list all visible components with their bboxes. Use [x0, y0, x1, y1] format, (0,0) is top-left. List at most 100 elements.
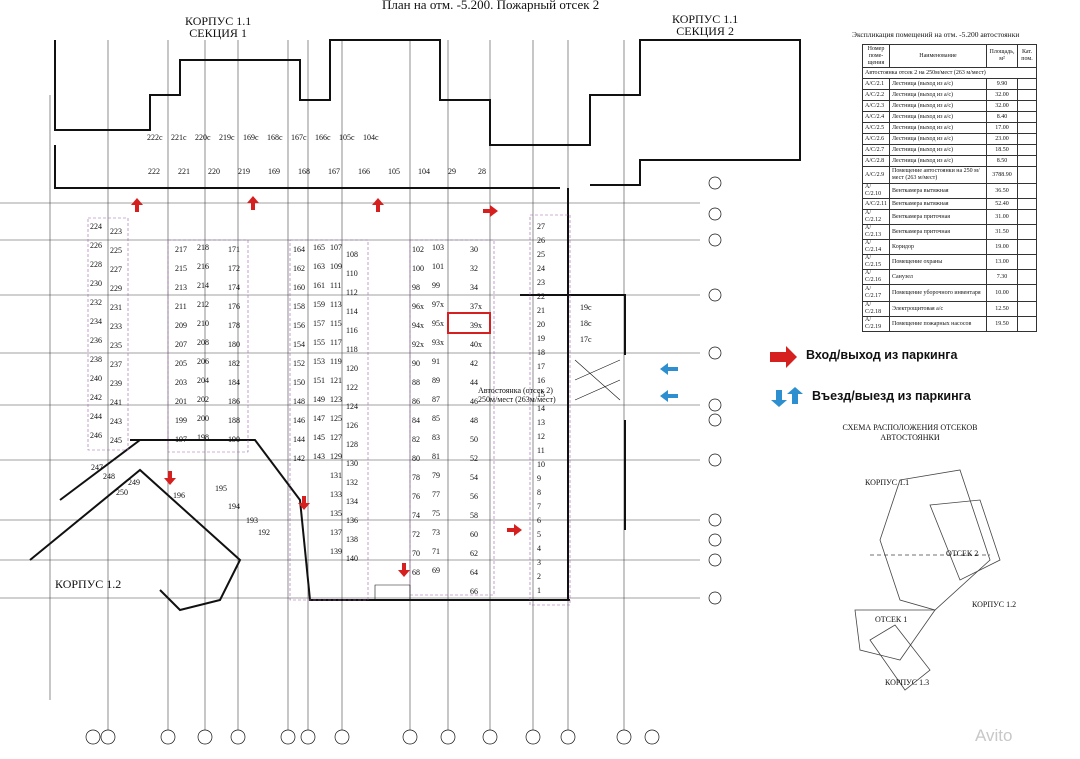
room-number: А/С/2.17 — [862, 284, 890, 302]
room-category — [1017, 144, 1037, 156]
room-name: Помещение уборочного инвентаря — [889, 284, 987, 302]
stall-number: 8 — [537, 488, 541, 497]
plan-title: План на отм. -5.200. Пожарный отсек 2 — [382, 0, 600, 12]
stall-number: 176 — [228, 302, 240, 311]
stall-number: 162 — [293, 264, 305, 273]
stall-number: 30 — [470, 245, 478, 254]
stall-number: 214 — [197, 281, 209, 290]
stall-number: 161 — [313, 281, 325, 290]
stall-number: 248 — [103, 472, 115, 481]
stall-number: 123 — [330, 395, 342, 404]
stall-number: 194 — [228, 502, 240, 511]
room-number: А/С/2.15 — [862, 254, 890, 270]
stall-number: 100 — [412, 264, 424, 273]
room-area: 18.50 — [986, 144, 1018, 156]
stall-number: 171 — [228, 245, 240, 254]
stall-number: 224 — [90, 222, 102, 231]
room-category — [1017, 284, 1037, 302]
stall-number: 96х — [412, 302, 424, 311]
stall-number: 155 — [313, 338, 325, 347]
stall-number: 220 — [208, 167, 220, 176]
building-name: КОРПУС 1.1 — [185, 14, 252, 28]
room-name: Помещение пожарных насосов — [889, 316, 987, 332]
stall-number: 239 — [110, 379, 122, 388]
header-area: Площадь, м² — [986, 44, 1018, 68]
stall-number: 98 — [412, 283, 420, 292]
stall-number: 15 — [537, 390, 545, 399]
stall-number: 14 — [537, 404, 545, 413]
building-section: СЕКЦИЯ 1 — [189, 26, 247, 40]
room-name: Венткамера приточная — [889, 224, 987, 240]
stall-number: 129 — [330, 452, 342, 461]
room-name: Лестница (выход из а/с) — [889, 155, 987, 167]
stall-number: 19с — [580, 303, 592, 312]
stall-number: 58 — [470, 511, 478, 520]
stall-number: 7 — [537, 502, 541, 511]
room-category — [1017, 316, 1037, 332]
stall-number: 219 — [238, 167, 250, 176]
stall-number: 192 — [258, 528, 270, 537]
legend-drive: Въезд/выезд из паркинга — [812, 389, 971, 403]
stall-number: 164 — [293, 245, 305, 254]
parking-zone-name: Автостоянка (отсек 2) — [478, 386, 553, 395]
stall-number: 205 — [175, 359, 187, 368]
stair-hatching — [374, 359, 621, 601]
stall-number: 44 — [470, 378, 478, 387]
scheme-drawing — [854, 469, 1001, 691]
stall-number: 195 — [215, 484, 227, 493]
room-name: Лестница (выход из а/с) — [889, 122, 987, 134]
stall-number: 146 — [293, 416, 305, 425]
header-number: Номер поме-щения — [862, 44, 890, 68]
highlighted-space-frame — [447, 312, 491, 334]
stall-number: 243 — [110, 417, 122, 426]
room-category — [1017, 239, 1037, 255]
room-area: 31.50 — [986, 224, 1018, 240]
stall-number: 150 — [293, 378, 305, 387]
stall-number: 60 — [470, 530, 478, 539]
room-name: Коридор — [889, 239, 987, 255]
room-number: А/С/2.18 — [862, 301, 890, 317]
room-category — [1017, 78, 1037, 90]
stall-number: 142 — [293, 454, 305, 463]
stall-number: 136 — [346, 516, 358, 525]
stall-number: 226 — [90, 241, 102, 250]
room-area: 10.00 — [986, 284, 1018, 302]
room-area: 19.50 — [986, 316, 1018, 332]
red-arrow-icon — [164, 471, 176, 485]
stall-number: 12 — [537, 432, 545, 441]
stall-number: 105 — [388, 167, 400, 176]
room-category — [1017, 301, 1037, 317]
stall-number: 232 — [90, 298, 102, 307]
stall-number: 184 — [228, 378, 240, 387]
stall-number: 27 — [537, 222, 545, 231]
stall-number: 167 — [328, 167, 340, 176]
stall-number: 89 — [432, 376, 440, 385]
room-number: А/С/2.16 — [862, 269, 890, 285]
building-label-1-1-s2: КОРПУС 1.1 СЕКЦИЯ 2 — [672, 13, 738, 37]
stall-number: 4 — [537, 544, 541, 553]
stall-number: 217 — [175, 245, 187, 254]
stall-number: 3 — [537, 558, 541, 567]
stall-number: 124 — [346, 402, 358, 411]
stall-number: 13 — [537, 418, 545, 427]
stall-number: 216 — [197, 262, 209, 271]
stall-number: 20 — [537, 320, 545, 329]
stall-number: 18 — [537, 348, 545, 357]
stall-number: 193 — [246, 516, 258, 525]
stall-number: 112 — [346, 288, 358, 297]
stall-number: 116 — [346, 326, 358, 335]
room-name: Лестница (выход из а/с) — [889, 111, 987, 123]
red-arrow-icon — [507, 524, 522, 536]
stall-number: 111 — [330, 281, 342, 290]
stall-number: 222с — [147, 133, 163, 142]
stall-number: 92х — [412, 340, 424, 349]
stall-number: 207 — [175, 340, 187, 349]
stall-number: 160 — [293, 283, 305, 292]
stall-number: 39х — [470, 321, 482, 330]
stall-number: 218 — [197, 243, 209, 252]
room-name: Венткамера вытяжная — [889, 183, 987, 199]
stall-number: 149 — [313, 395, 325, 404]
